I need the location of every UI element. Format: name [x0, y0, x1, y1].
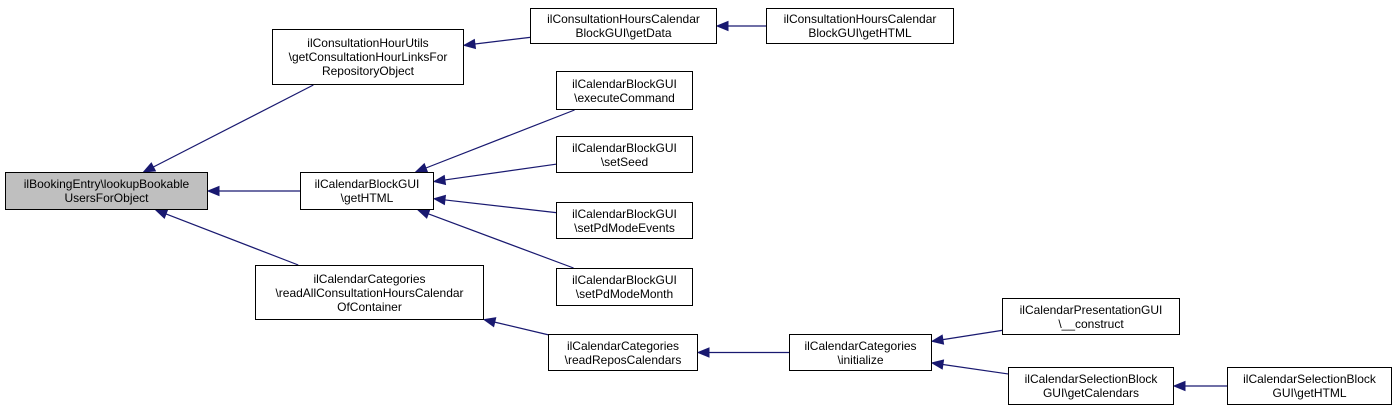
node-cb-month[interactable]: ilCalendarBlockGUI\setPdModeMonth	[556, 268, 693, 306]
arrowhead-cc_init-to-cc_repos	[696, 347, 710, 358]
edge-chu-to-root	[153, 84, 314, 168]
edge-cb_month-to-cb_gethtml	[428, 213, 574, 269]
arrowhead-cc_readall-to-root	[154, 209, 169, 220]
edge-cb_events-to-cb_gethtml	[444, 199, 557, 214]
arrowhead-chu-to-root	[142, 162, 157, 173]
node-label-line: BlockGUI\getData	[575, 26, 672, 40]
arrowhead-cp_construct-to-cc_init	[930, 334, 945, 345]
edge-cb_seed-to-cb_gethtml	[444, 163, 557, 181]
edge-cc_readall-to-root	[165, 213, 299, 266]
node-label-line: \executeCommand	[574, 90, 675, 105]
arrowhead-cb_seed-to-cb_gethtml	[432, 174, 447, 186]
arrowhead-cb_events-to-cb_gethtml	[432, 194, 447, 206]
node-cb-exec[interactable]: ilCalendarBlockGUI\executeCommand	[556, 71, 693, 110]
node-label-line: \setPdModeEvents	[574, 220, 675, 235]
node-label-line: \getHTML	[340, 191, 394, 205]
node-label-line: ilCalendarBlockGUI	[572, 76, 677, 91]
node-label-line: ilConsultationHourUtils	[307, 36, 429, 50]
node-label-line: \readAllConsultationHoursCalendar	[275, 285, 464, 300]
edge-csb_getcal-to-cc_init	[942, 363, 1009, 375]
node-label-line: GUI\getCalendars	[1042, 386, 1140, 400]
node-label-line: \__construct	[1058, 316, 1124, 331]
node-label-line: ilCalendarBlockGUI	[314, 177, 420, 191]
node-label-line: ilConsultationHoursCalendar	[783, 12, 937, 26]
node-label-line: GUI\getHTML	[1272, 386, 1347, 400]
node-label-line: ilCalendarPresentationGUI	[1019, 302, 1163, 317]
arrowhead-csb_getcal-to-cc_init	[930, 359, 945, 370]
node-chu[interactable]: ilConsultationHourUtils\getConsultationH…	[272, 29, 464, 85]
node-label-line: \setSeed	[600, 154, 649, 169]
node-label-line: RepositoryObject	[321, 64, 415, 78]
node-label-line: \setPdModeMonth	[575, 287, 674, 301]
arrowhead-cb_month-to-cb_gethtml	[416, 209, 431, 219]
node-cc-readall[interactable]: ilCalendarCategories\readAllConsultation…	[255, 265, 484, 320]
node-cc-init[interactable]: ilCalendarCategories\initialize	[789, 334, 932, 371]
arrowhead-cb_exec-to-cb_gethtml	[414, 162, 429, 173]
node-label-line: ilCalendarCategories	[804, 338, 917, 353]
node-label-line: ilCalendarBlockGUI	[572, 273, 677, 287]
node-cb-gethtml[interactable]: ilCalendarBlockGUI\getHTML	[300, 172, 434, 210]
node-label-line: BlockGUI\getHTML	[808, 26, 912, 40]
node-label-line: ilCalendarSelectionBlock	[1243, 372, 1376, 386]
node-cc-repos[interactable]: ilCalendarCategories\readReposCalendars	[548, 334, 698, 371]
node-label-line: \initialize	[837, 352, 884, 367]
node-label-line: OfContainer	[337, 299, 402, 314]
arrowhead-cc_repos-to-cc_readall	[482, 317, 497, 328]
edge-cc_repos-to-cc_readall	[494, 321, 549, 336]
node-label-line: ilBookingEntry\lookupBookable	[23, 177, 190, 191]
node-label-line: ilCalendarBlockGUI	[572, 206, 677, 221]
edge-cp_construct-to-cc_init	[942, 329, 1003, 341]
node-label-line: ilCalendarSelectionBlock	[1024, 372, 1158, 386]
node-label-line: ilCalendarBlockGUI	[572, 140, 677, 155]
node-cp-construct[interactable]: ilCalendarPresentationGUI\__construct	[1002, 298, 1180, 335]
node-cb-events[interactable]: ilCalendarBlockGUI\setPdModeEvents	[556, 202, 693, 239]
node-label-line: ilCalendarCategories	[566, 338, 680, 353]
node-label-line: ilCalendarCategories	[313, 271, 426, 286]
arrowhead-csb_gethtml-to-csb_getcal	[1172, 380, 1186, 392]
edge-chcb_getdata-to-chu	[474, 36, 531, 45]
node-label-line: UsersForObject	[64, 191, 149, 205]
node-cb-seed[interactable]: ilCalendarBlockGUI\setSeed	[556, 136, 693, 173]
node-label-line: ilConsultationHoursCalendar	[547, 12, 700, 26]
node-label-line: \getConsultationHourLinksFor	[288, 50, 448, 64]
node-label-line: \readReposCalendars	[564, 352, 682, 367]
arrowhead-chcb_getdata-to-chu	[462, 38, 477, 50]
arrowhead-chcb_gethtml-to-chcb_getdata	[715, 20, 729, 32]
edge-cb_exec-to-cb_gethtml	[425, 109, 575, 169]
arrowhead-cb_gethtml-to-root	[206, 185, 220, 197]
